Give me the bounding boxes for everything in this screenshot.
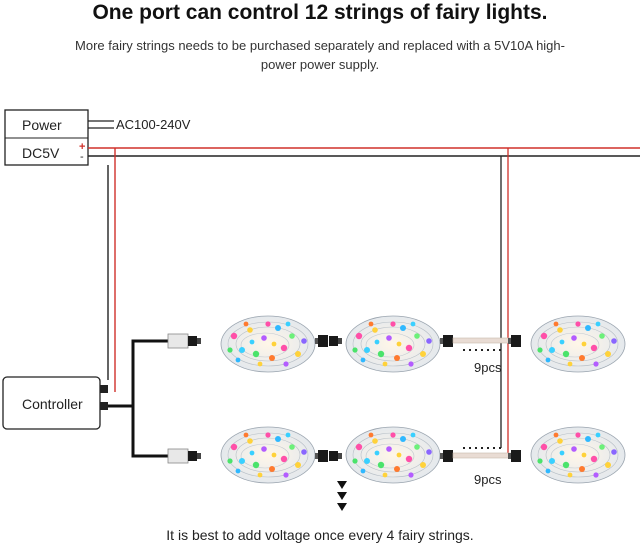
fairy-light-coil [220, 315, 316, 373]
footer-note: It is best to add voltage once every 4 f… [166, 527, 474, 543]
dc5v-label: DC5V [22, 145, 60, 161]
output-branch-top [131, 339, 183, 406]
ac-voltage-label: AC100-240V [116, 117, 191, 132]
row-1-plug-2 [329, 336, 342, 346]
page-subtitle: More fairy strings needs to be purchased… [75, 38, 565, 72]
plus-marker: + [79, 141, 85, 153]
row-1-plug [188, 336, 201, 346]
controller-port-output [100, 402, 108, 410]
fairy-light-coil [530, 315, 626, 373]
output-branch-bottom [131, 406, 183, 458]
down-arrow-icon [337, 481, 347, 511]
controller-port-power [100, 385, 108, 393]
fairy-light-coil [530, 426, 626, 484]
row-2-plug-2 [329, 451, 342, 461]
row-1-socket-2 [440, 335, 453, 347]
minus-marker: - [80, 151, 84, 163]
row-2-input-connector [167, 448, 189, 464]
row-2-socket-1 [315, 450, 328, 462]
power-label: Power [22, 117, 62, 133]
page-title: One port can control 12 strings of fairy… [92, 1, 548, 24]
row-2-socket-2 [440, 450, 453, 462]
row-1-input-connector [167, 333, 189, 349]
row-1-socket-1 [315, 335, 328, 347]
row-1-extension-cable [452, 337, 512, 344]
fairy-light-coil [220, 426, 316, 484]
row-1-socket-3 [508, 335, 521, 347]
fairy-light-coil [345, 315, 441, 373]
row-2-extension-cable [452, 452, 512, 459]
row-2-plug [188, 451, 201, 461]
controller-label: Controller [22, 396, 83, 412]
light-row-1: 9pcs [167, 315, 626, 375]
row-1-count-label: 9pcs [474, 360, 502, 375]
light-row-2: 9pcs [167, 426, 626, 487]
row-2-count-label: 9pcs [474, 472, 502, 487]
row-2-socket-3 [508, 450, 521, 462]
fairy-light-coil [345, 426, 441, 484]
